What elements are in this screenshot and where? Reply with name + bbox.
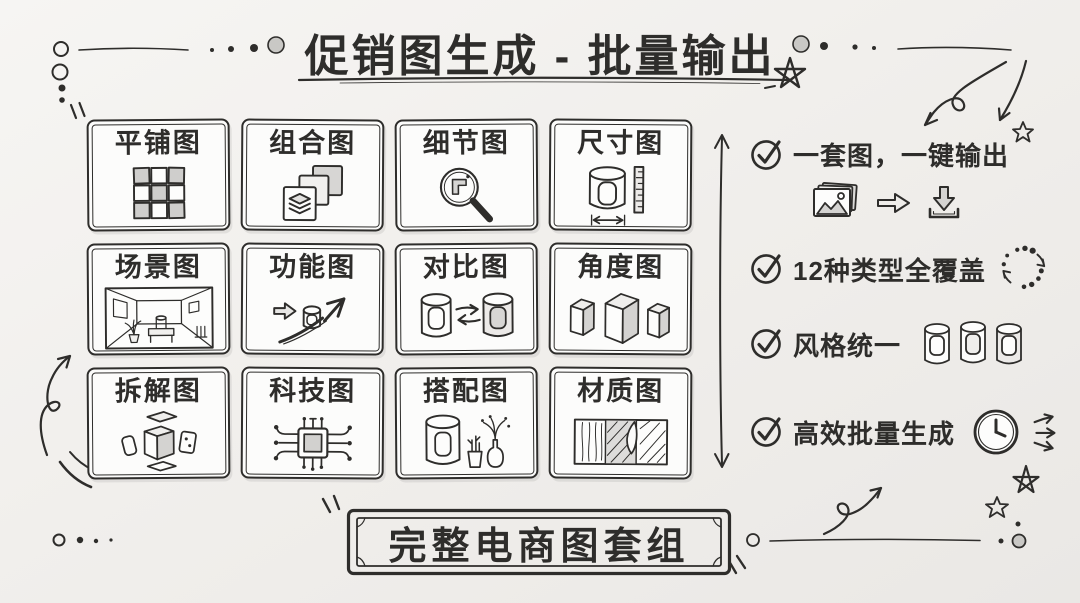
card-scene: 场景图 xyxy=(86,242,231,356)
block-arrow-right-icon xyxy=(877,193,910,213)
dotted-cycle-icon xyxy=(1001,245,1046,290)
dots-bottom-left xyxy=(52,533,113,547)
loop-arrow-bottom-right xyxy=(822,486,883,536)
feature-one-click-output: 一套图，一键输出 xyxy=(750,136,1009,173)
styling-set-icon xyxy=(424,414,510,469)
material-swatch-icon xyxy=(573,418,668,466)
card-label: 搭配图 xyxy=(422,375,510,407)
vertical-range-arrow xyxy=(714,134,730,468)
curved-arrows-top-right xyxy=(923,59,1028,127)
feature-text: 12种类型全覆盖 xyxy=(793,255,986,286)
tick-marks-top-left xyxy=(69,101,86,120)
card-label: 组合图 xyxy=(269,127,357,159)
card-label: 尺寸图 xyxy=(577,127,665,159)
page-title: 促销图生成 - 批量输出 xyxy=(304,32,776,81)
check-circle-icon xyxy=(751,417,781,447)
output-flow-icons xyxy=(812,182,962,224)
photo-stack-icon xyxy=(813,182,858,217)
feature-text: 一套图，一键输出 xyxy=(793,141,1010,171)
card-label: 科技图 xyxy=(269,375,357,407)
card-material: 材质图 xyxy=(548,366,693,480)
card-angle: 角度图 xyxy=(548,242,693,356)
download-icon xyxy=(928,186,960,219)
tile-grid-icon xyxy=(132,166,186,220)
dots-title-right xyxy=(792,35,1012,53)
feature-batch-generation: 高效批量生成 xyxy=(750,408,1067,456)
loop-arrow-bottom-left xyxy=(39,354,94,489)
card-label: 场景图 xyxy=(114,251,202,283)
feature-text: 风格统一 xyxy=(793,330,902,361)
card-size: 尺寸图 xyxy=(548,118,693,232)
check-circle-icon xyxy=(751,254,781,284)
card-label: 细节图 xyxy=(422,127,510,159)
card-tile: 平铺图 xyxy=(86,118,231,232)
room-scene-icon xyxy=(104,286,214,350)
tech-chip-icon xyxy=(273,416,352,471)
dots-line-bottom-right xyxy=(746,521,1027,549)
feature-unified-style: 风格统一 xyxy=(750,320,1026,368)
card-compare: 对比图 xyxy=(394,242,539,356)
feature-text: 高效批量生成 xyxy=(793,418,956,449)
magnifier-detail-icon xyxy=(439,167,493,223)
star-outline-right xyxy=(1012,121,1034,143)
three-cylinders-icon xyxy=(924,321,1022,365)
feature-twelve-types: 12种类型全覆盖 xyxy=(750,244,1049,294)
speed-arrows-icon xyxy=(1033,413,1056,452)
size-measure-icon xyxy=(588,165,644,226)
function-arrow-icon xyxy=(272,297,345,345)
card-label: 对比图 xyxy=(422,251,510,283)
card-label: 拆解图 xyxy=(114,375,202,407)
card-label: 功能图 xyxy=(269,251,357,283)
card-label: 角度图 xyxy=(577,251,665,283)
stacked-layers-icon xyxy=(282,164,343,222)
card-detail: 细节图 xyxy=(394,118,539,232)
dots-title-left xyxy=(78,36,285,54)
compare-cylinders-icon xyxy=(420,292,514,338)
card-label: 平铺图 xyxy=(114,127,202,159)
dots-left-column xyxy=(51,41,69,103)
card-tech: 科技图 xyxy=(240,366,385,480)
footer-badge: 完整电商图套组 xyxy=(346,508,732,576)
image-type-grid: 平铺图 组合图 细节图 xyxy=(86,118,693,480)
check-circle-icon xyxy=(751,329,781,359)
clock-icon xyxy=(973,409,1019,455)
exploded-view-icon xyxy=(120,411,197,472)
badge-text: 完整电商图套组 xyxy=(388,525,690,568)
card-exploded: 拆解图 xyxy=(86,366,231,480)
card-styling: 搭配图 xyxy=(394,366,539,480)
card-function: 功能图 xyxy=(240,242,385,356)
check-circle-icon xyxy=(751,139,781,170)
badge-frame xyxy=(346,508,732,576)
card-label: 材质图 xyxy=(577,375,665,407)
stars-bottom-right xyxy=(985,464,1040,518)
card-combination: 组合图 xyxy=(240,118,385,232)
angle-boxes-icon xyxy=(569,293,670,344)
